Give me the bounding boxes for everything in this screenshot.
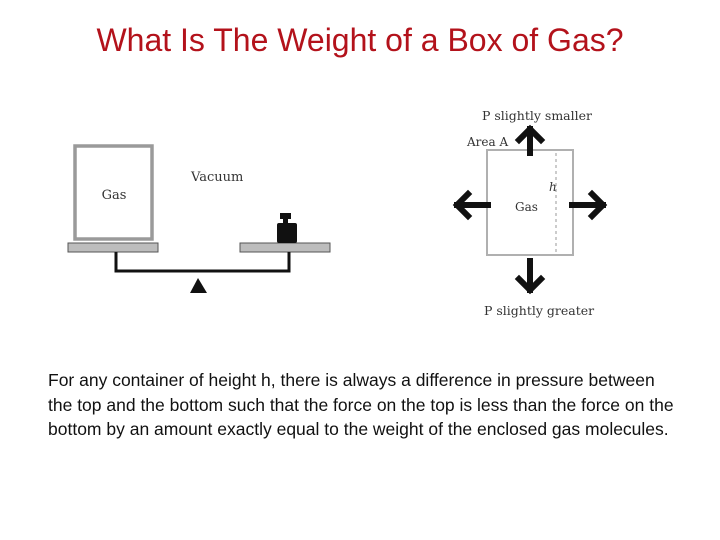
fulcrum [190,278,207,293]
counterweight [277,213,297,243]
arrow-up-icon [514,124,546,156]
gas-container [486,149,574,256]
gas-box-label: Gas [102,188,127,203]
left-pan [67,242,159,253]
pressure-diagram: P slightly smaller Area A h Gas [452,108,608,318]
vacuum-label: Vacuum [190,170,243,185]
arrow-right-icon [569,189,608,221]
diagram-area: Gas Vacuum P slightly smaller Area A [0,95,720,330]
height-label: h [549,180,557,194]
gas-box [73,144,154,241]
balance-beam [114,252,291,273]
gas-container-label: Gas [515,200,538,214]
area-label: Area A [466,135,508,149]
right-pan [239,242,331,253]
diagram-svg: Gas Vacuum P slightly smaller Area A [67,108,608,318]
slide-title: What Is The Weight of a Box of Gas? [96,22,624,58]
balance-diagram: Gas Vacuum [67,144,331,293]
arrow-down-icon [514,258,546,295]
body-paragraph: For any container of height h, there is … [48,370,674,439]
top-pressure-label: P slightly smaller [482,108,592,123]
arrow-left-icon [452,189,491,221]
bottom-pressure-label: P slightly greater [484,303,594,318]
